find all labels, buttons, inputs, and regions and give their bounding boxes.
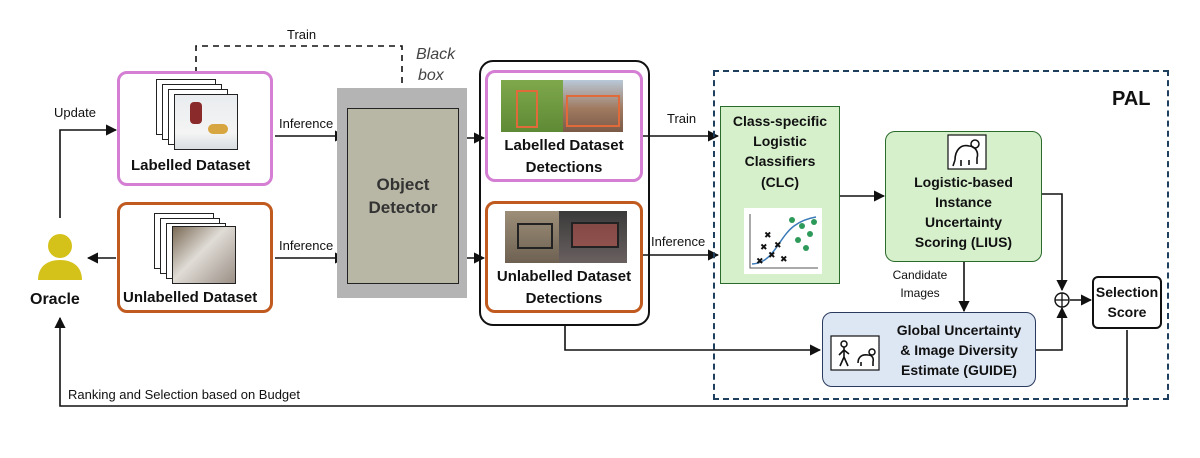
labelled-detections-line1: Labelled Dataset [504, 137, 624, 154]
lius-line2: Instance [935, 194, 992, 210]
circle-plus-icon [1054, 292, 1070, 308]
selection-score-box [1092, 276, 1162, 329]
object-detector-line2: Detector [368, 198, 438, 217]
selection-score-line1: Selection [1095, 284, 1159, 300]
train-top-label: Train [287, 27, 317, 42]
svg-text:✖: ✖ [780, 254, 788, 264]
train-clc-label: Train [667, 111, 697, 126]
clc-line2: Logistic [753, 133, 807, 149]
unlabelled-dataset-label: Unlabelled Dataset [123, 289, 258, 306]
pal-region [713, 70, 1169, 400]
labelled-detections-line2: Detections [525, 159, 603, 176]
dog-sketch-icon [947, 134, 987, 170]
black-box-line2: box [418, 67, 444, 84]
oracle-label: Oracle [30, 291, 80, 308]
unlabelled-detections-line1: Unlabelled Dataset [496, 268, 632, 285]
unlabelled-detections-line2: Detections [525, 290, 603, 307]
labelled-dataset-label: Labelled Dataset [131, 157, 251, 174]
clc-line1: Class-specific [732, 113, 828, 129]
guide-line1: Global Uncertainty [896, 322, 1022, 338]
candidate-images-line1: Candidate [892, 268, 948, 282]
svg-text:✖: ✖ [760, 242, 768, 252]
ranking-feedback-arrow [54, 316, 1128, 407]
svg-text:✖: ✖ [774, 240, 782, 250]
guide-line3: Estimate (GUIDE) [901, 362, 1017, 378]
object-detector-box [347, 108, 459, 284]
black-box-line1: Black [416, 46, 456, 63]
lius-line3: Uncertainty [924, 214, 1003, 230]
person-dog-icon [830, 335, 880, 371]
train-dashed-arrow [195, 45, 408, 112]
detections-container [479, 60, 650, 326]
svg-text:✖: ✖ [768, 250, 776, 260]
candidate-images-line2: Images [900, 286, 940, 300]
clc-line4: (CLC) [760, 174, 800, 190]
lius-to-sum-arrow [1042, 193, 1068, 292]
guide-to-sum-arrow [1036, 306, 1068, 351]
update-arrow [59, 124, 118, 218]
person-icon [38, 234, 82, 280]
object-detector-line1: Object [376, 175, 430, 194]
svg-text:✖: ✖ [764, 230, 772, 240]
inference-unlabelled-label: Inference [279, 238, 334, 253]
svg-text:✖: ✖ [756, 256, 764, 266]
lius-line1: Logistic-based [914, 174, 1013, 190]
inference-labelled-label: Inference [279, 116, 334, 131]
inference-clc-label: Inference [651, 234, 706, 249]
selection-score-line2: Score [1107, 304, 1147, 320]
guide-line2: & Image Diversity [900, 342, 1018, 358]
detections-to-guide-arrow [564, 326, 822, 356]
update-label: Update [54, 105, 96, 120]
pal-title: PAL [1112, 88, 1151, 110]
scatter-plot-icon: ✖ ✖ ✖ ✖ ✖ ✖ [744, 208, 822, 274]
ranking-label: Ranking and Selection based on Budget [68, 387, 301, 402]
clc-line3: Classifiers [744, 153, 816, 169]
lius-line4: Scoring (LIUS) [914, 234, 1013, 250]
